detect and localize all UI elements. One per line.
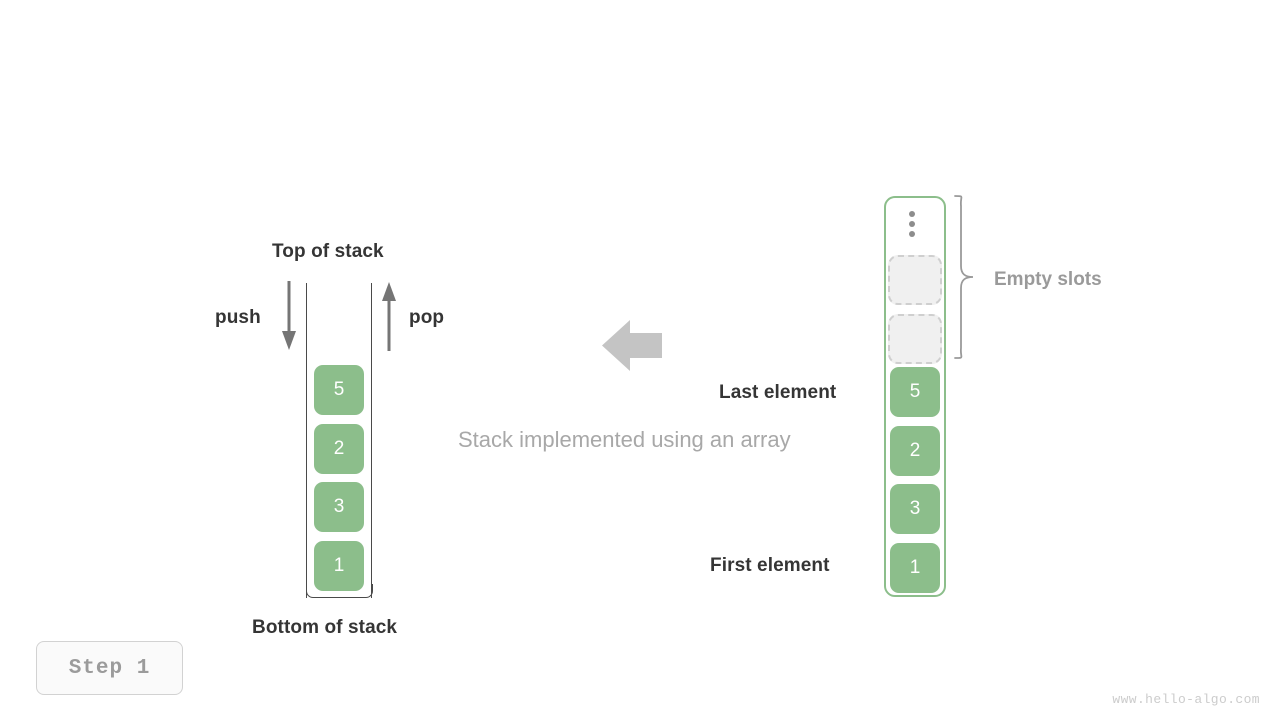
diagram-caption: Stack implemented using an array <box>458 427 791 452</box>
stack-cell[interactable]: 1 <box>314 541 364 591</box>
step-badge-label: Step 1 <box>68 656 151 680</box>
array-cell[interactable]: 5 <box>890 367 940 417</box>
vertical-ellipsis-icon <box>909 211 919 237</box>
push-label: push <box>215 307 261 328</box>
stack-cell[interactable]: 2 <box>314 424 364 474</box>
empty-slots-brace <box>954 195 974 359</box>
stack-wall-left <box>306 283 307 598</box>
step-badge: Step 1 <box>36 641 183 695</box>
stack-container: 5 2 3 1 <box>306 283 373 598</box>
pop-label: pop <box>409 307 445 328</box>
array-container: 5 2 3 1 <box>884 196 946 597</box>
stack-cell[interactable]: 3 <box>314 482 364 532</box>
bottom-of-stack-label: Bottom of stack <box>252 617 398 638</box>
array-cell[interactable]: 3 <box>890 484 940 534</box>
watermark: www.hello-algo.com <box>1112 692 1260 707</box>
empty-slot <box>888 255 942 305</box>
stack-floor <box>306 584 373 598</box>
stack-wall-right <box>371 283 373 598</box>
last-element-label: Last element <box>719 382 837 403</box>
first-element-label: First element <box>710 555 830 576</box>
empty-slot <box>888 314 942 364</box>
left-arrow-icon <box>602 320 662 371</box>
pop-arrow-icon <box>382 282 396 351</box>
array-cell[interactable]: 1 <box>890 543 940 593</box>
array-cell[interactable]: 2 <box>890 426 940 476</box>
push-arrow-icon <box>282 281 296 350</box>
top-of-stack-label: Top of stack <box>272 241 384 262</box>
empty-slots-label: Empty slots <box>994 269 1102 290</box>
stack-cell[interactable]: 5 <box>314 365 364 415</box>
